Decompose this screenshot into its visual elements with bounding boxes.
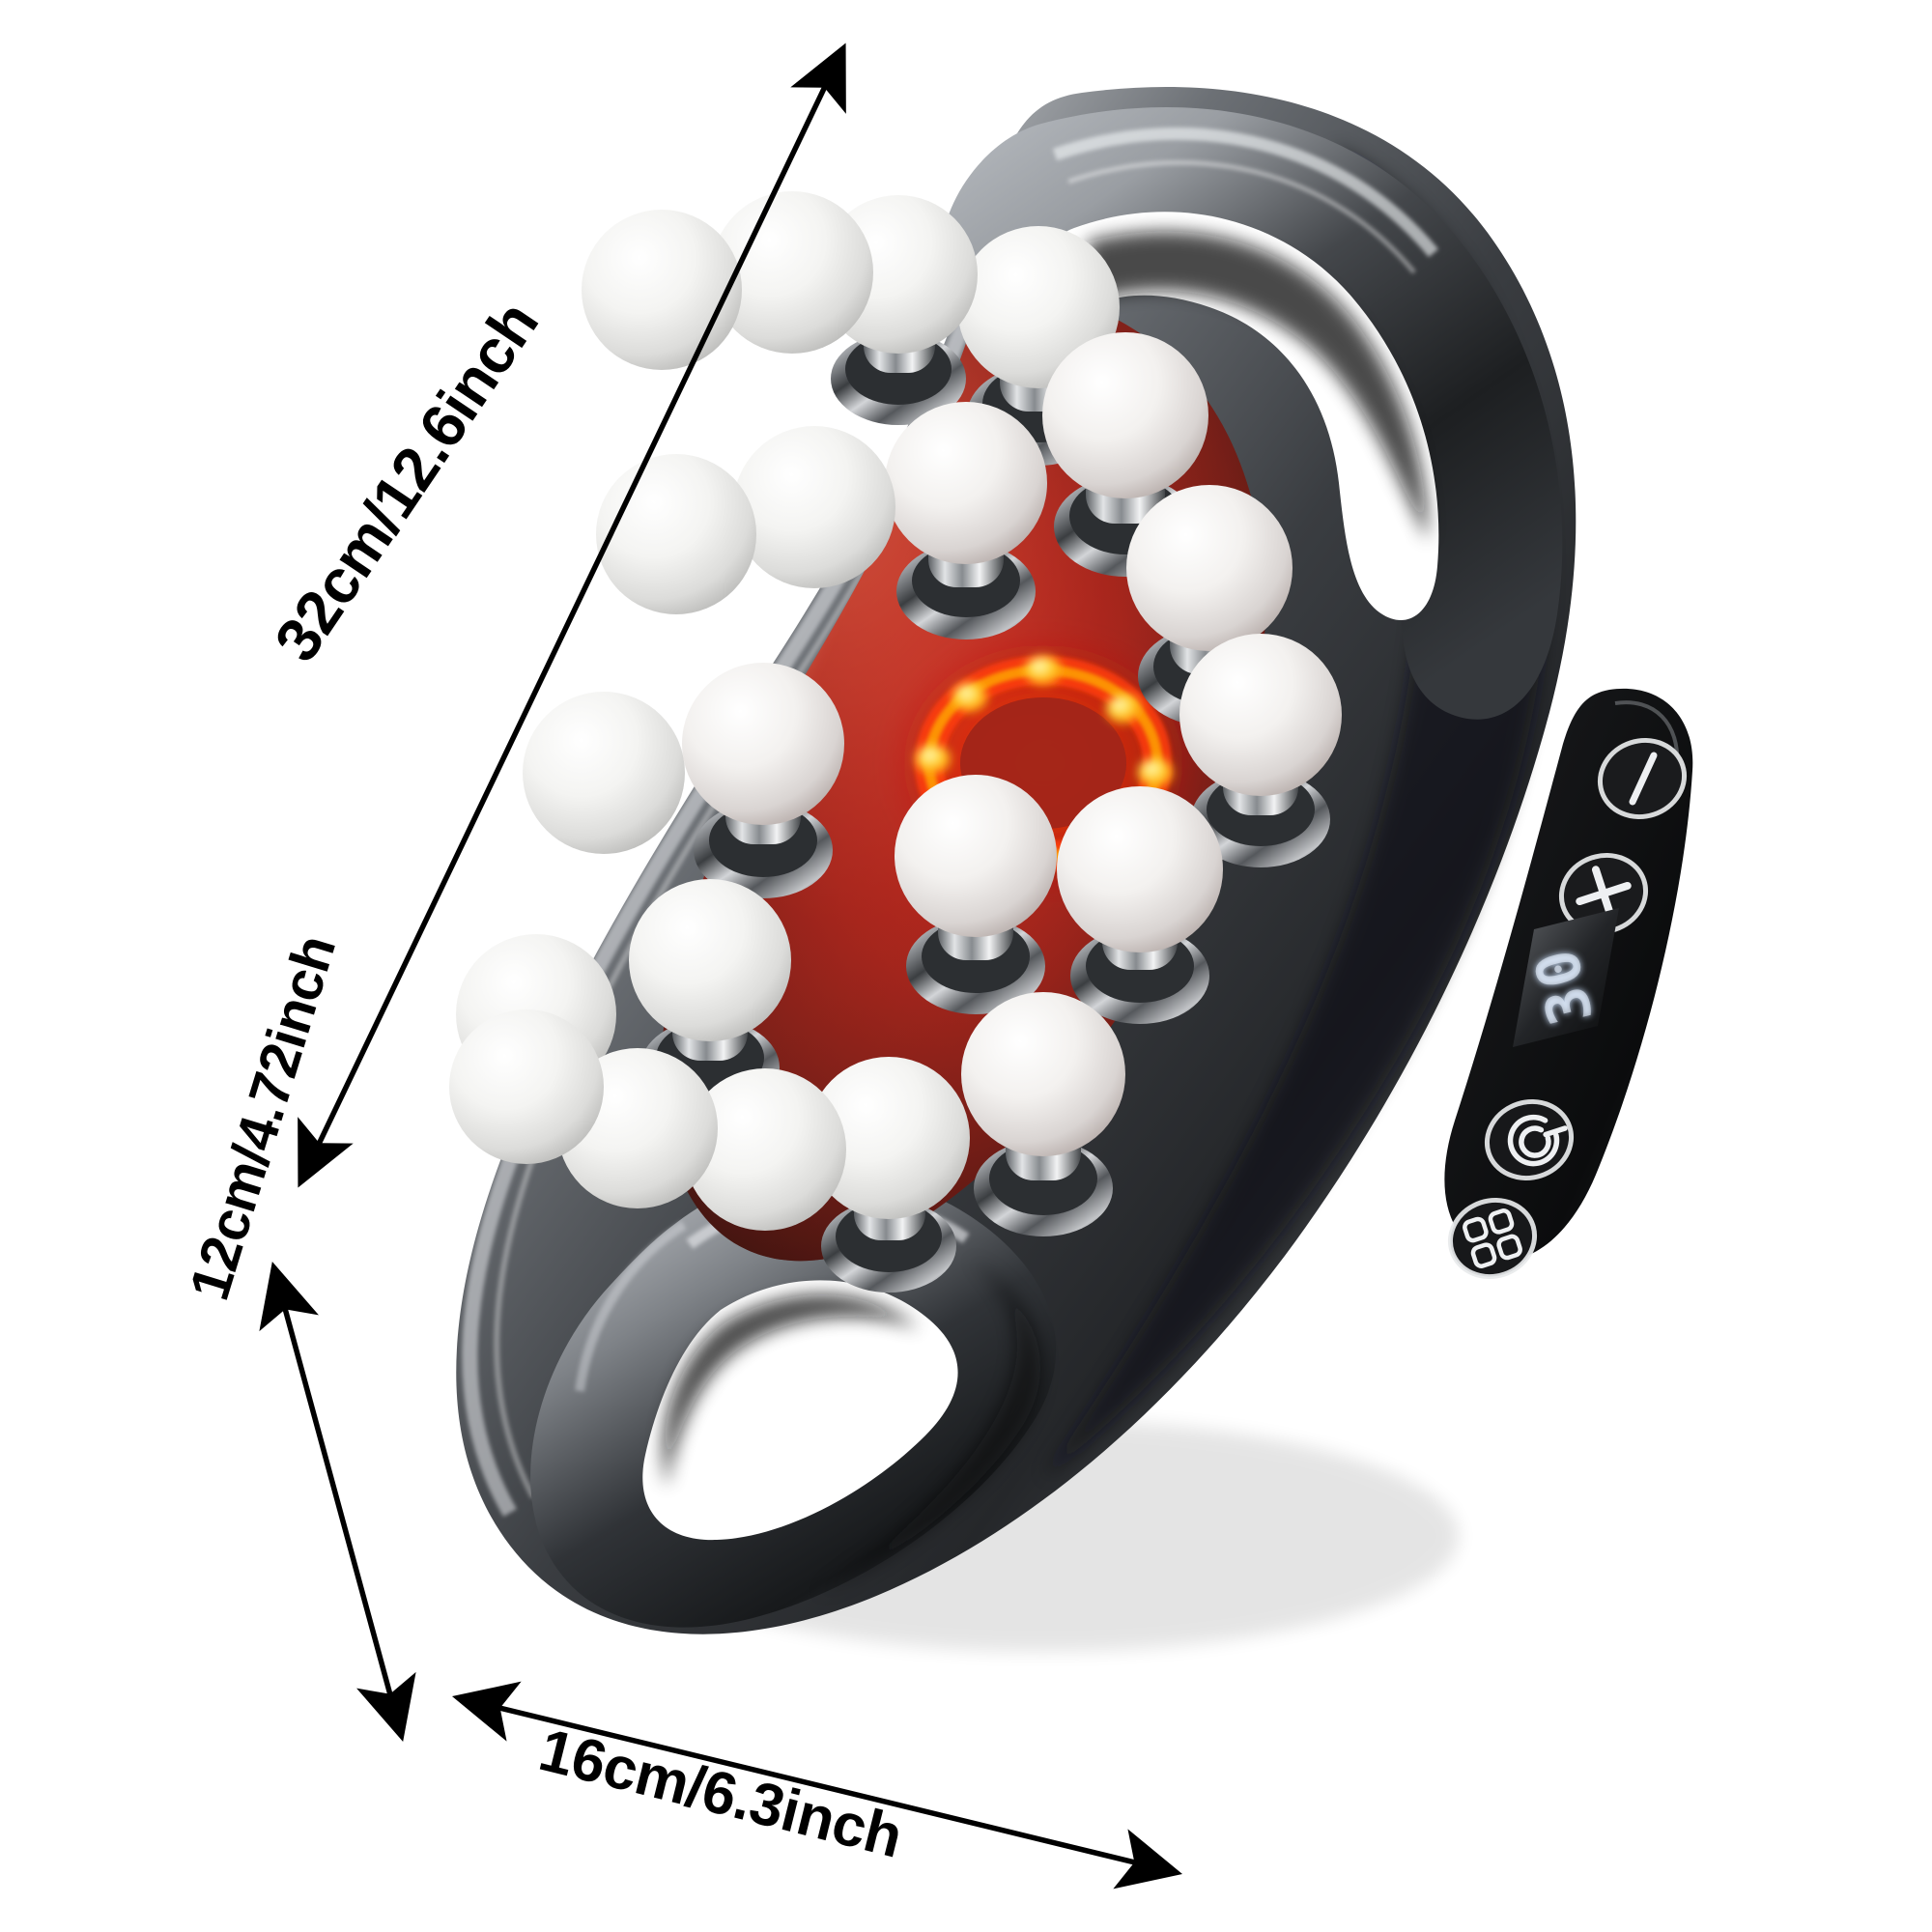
power-slash-icon — [1629, 752, 1658, 806]
roller-ball — [733, 426, 895, 588]
four-square-grid-icon — [1463, 1208, 1522, 1268]
massager-body: 30 30 — [449, 87, 1694, 1652]
roller-ball — [449, 1009, 604, 1164]
roller-ball — [596, 454, 756, 614]
grid-button[interactable] — [1440, 1189, 1545, 1287]
roller-ball — [582, 210, 742, 370]
roller-ball — [682, 663, 844, 898]
top-handle — [941, 107, 1563, 720]
spiral-icon — [1507, 1114, 1568, 1167]
plus-icon — [1576, 866, 1632, 922]
roller-ball — [808, 1057, 970, 1293]
roller-ball — [895, 775, 1057, 1014]
roller-ball — [1179, 634, 1342, 867]
control-panel: 30 30 — [1440, 688, 1694, 1287]
roller-ball — [523, 692, 685, 854]
width-dimension-line — [451, 1681, 1183, 1889]
roller-ball — [885, 402, 1047, 639]
mode-button[interactable] — [1477, 1091, 1581, 1188]
roller-ball — [961, 992, 1125, 1236]
power-button[interactable] — [1590, 729, 1694, 827]
roller-ball — [1057, 786, 1223, 1024]
height-dimension-line — [298, 43, 846, 1188]
increase-button[interactable] — [1551, 844, 1656, 942]
led-display: 30 30 — [1513, 908, 1619, 1047]
dimension-arrows — [259, 43, 1183, 1889]
depth-dimension-line — [259, 1262, 416, 1742]
bottom-handle — [530, 1173, 1057, 1628]
